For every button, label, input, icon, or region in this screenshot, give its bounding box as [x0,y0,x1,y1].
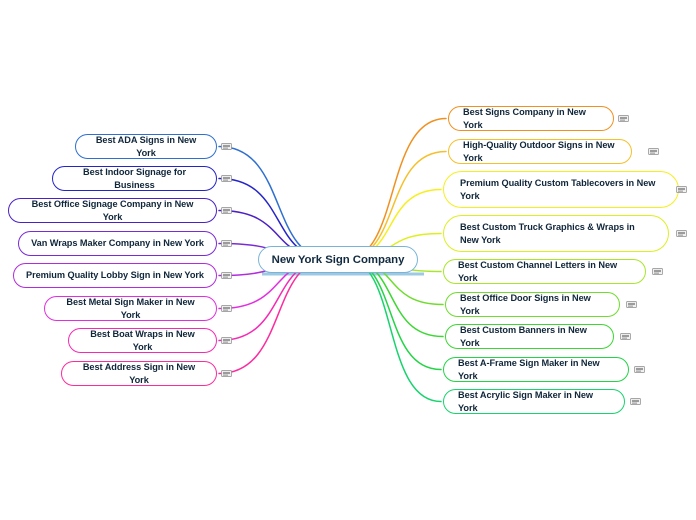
branch-node-right-0[interactable]: Best Signs Company in New York [448,106,614,131]
branch-node-label: Best Office Door Signs in New York [460,293,591,316]
note-icon-right-6[interactable] [620,333,631,340]
note-icon-right-2[interactable] [676,186,687,193]
branch-node-label: Best Address Sign in New York [82,362,196,385]
note-icon-left-4[interactable] [221,272,232,279]
branch-node-label: Van Wraps Maker Company in New York [31,238,204,249]
note-icon-right-1[interactable] [648,148,659,155]
branch-node-label: Best Signs Company in New York [463,107,586,130]
branch-node-left-0[interactable]: Best ADA Signs in New York [75,134,217,159]
branch-edge [345,150,447,260]
branch-node-left-1[interactable]: Best Indoor Signage for Business [52,166,217,191]
note-icon-left-2[interactable] [221,207,232,214]
branch-node-label: Best A-Frame Sign Maker in New York [458,358,600,381]
branch-node-label: Best Custom Truck Graphics & Wraps in Ne… [460,222,635,245]
branch-edge [218,258,331,375]
branch-node-label: Best Custom Banners in New York [460,325,587,348]
branch-node-left-2[interactable]: Best Office Signage Company in New York [8,198,217,223]
branch-node-label: Best Custom Channel Letters in New York [458,260,618,283]
center-node-label: New York Sign Company [271,253,405,266]
branch-node-left-4[interactable]: Premium Quality Lobby Sign in New York [13,263,217,288]
note-icon-left-7[interactable] [221,370,232,377]
note-icon-right-4[interactable] [652,268,663,275]
branch-node-label: Best Office Signage Company in New York [31,199,194,222]
branch-node-right-2[interactable]: Premium Quality Custom Tablecovers in Ne… [443,171,679,208]
branch-edge [345,258,442,403]
branch-edge [218,145,331,260]
branch-node-label: High-Quality Outdoor Signs in New York [463,140,615,163]
branch-node-right-6[interactable]: Best Custom Banners in New York [445,324,614,349]
note-icon-left-6[interactable] [221,337,232,344]
note-icon-right-0[interactable] [618,115,629,122]
branch-node-right-4[interactable]: Best Custom Channel Letters in New York [443,259,646,284]
branch-edge [345,117,447,260]
note-icon-right-3[interactable] [676,230,687,237]
branch-node-label: Best Indoor Signage for Business [83,167,186,190]
branch-node-right-1[interactable]: High-Quality Outdoor Signs in New York [448,139,632,164]
center-node[interactable]: New York Sign Company [258,246,418,273]
branch-node-label: Best ADA Signs in New York [95,135,197,158]
branch-node-label: Best Acrylic Sign Maker in New York [458,390,593,413]
note-icon-left-0[interactable] [221,143,232,150]
note-icon-left-3[interactable] [221,240,232,247]
branch-node-left-3[interactable]: Van Wraps Maker Company in New York [18,231,217,256]
branch-node-right-5[interactable]: Best Office Door Signs in New York [445,292,620,317]
branch-node-left-5[interactable]: Best Metal Sign Maker in New York [44,296,217,321]
branch-edge [345,258,442,371]
note-icon-left-1[interactable] [221,175,232,182]
note-icon-right-7[interactable] [634,366,645,373]
branch-node-label: Premium Quality Custom Tablecovers in Ne… [460,178,656,201]
branch-node-label: Best Boat Wraps in New York [90,329,195,352]
branch-node-right-3[interactable]: Best Custom Truck Graphics & Wraps in Ne… [443,215,669,252]
branch-node-left-6[interactable]: Best Boat Wraps in New York [68,328,217,353]
branch-node-label: Premium Quality Lobby Sign in New York [26,270,204,281]
note-icon-left-5[interactable] [221,305,232,312]
note-icon-right-5[interactable] [626,301,637,308]
branch-node-right-8[interactable]: Best Acrylic Sign Maker in New York [443,389,625,414]
branch-node-left-7[interactable]: Best Address Sign in New York [61,361,217,386]
note-icon-right-8[interactable] [630,398,641,405]
branch-node-right-7[interactable]: Best A-Frame Sign Maker in New York [443,357,629,382]
branch-node-label: Best Metal Sign Maker in New York [66,297,195,320]
